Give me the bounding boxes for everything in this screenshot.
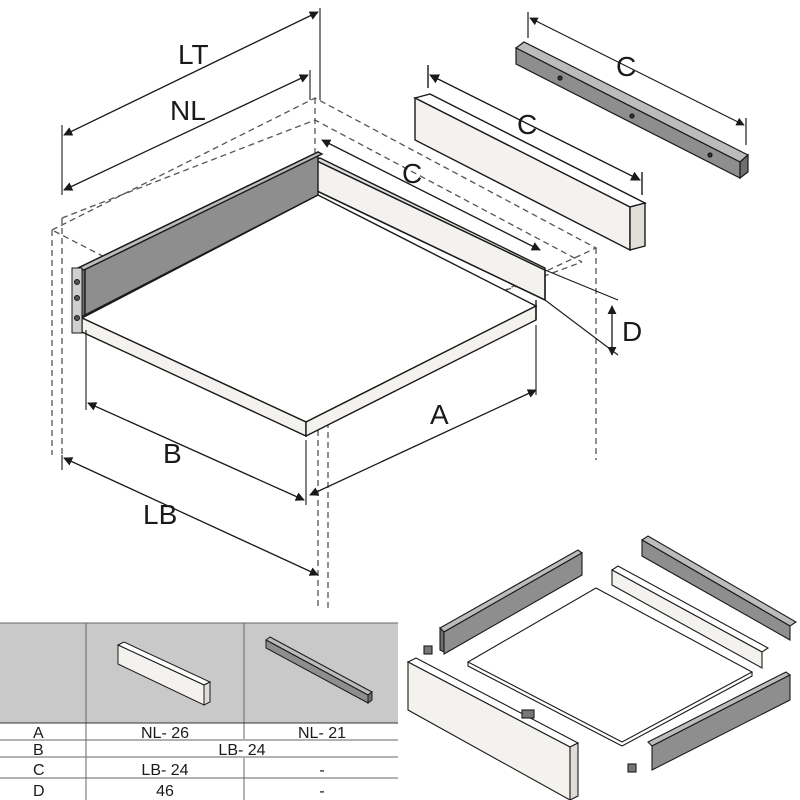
- label-lb: LB: [143, 499, 177, 530]
- label-c-side: C: [616, 51, 636, 82]
- row-a-col1: NL- 26: [141, 725, 189, 742]
- row-a-col2: NL- 21: [298, 725, 346, 742]
- table-header-bg: [0, 623, 398, 723]
- back-panel-thumbnail: [116, 641, 212, 706]
- main-drawer: LT NL C D A B LB: [51, 8, 642, 610]
- clip-center: [521, 709, 535, 719]
- right-side: [535, 270, 546, 320]
- dimension-table: A NL- 26 NL- 21 B LB- 24 C LB- 24 - D 46…: [0, 622, 398, 800]
- row-c-col1: LB- 24: [141, 762, 188, 779]
- c-panel-arrow: [429, 74, 641, 181]
- label-c-panel: C: [517, 109, 537, 140]
- a-arrow: [309, 389, 537, 496]
- runner-thumbnail: [265, 636, 373, 704]
- row-b-key: B: [33, 742, 44, 759]
- row-c-key: C: [33, 762, 45, 779]
- row-d-key: D: [33, 783, 45, 800]
- row-d-col2: -: [319, 783, 324, 800]
- clip-right: [627, 763, 637, 773]
- c-side-arrow: [529, 17, 745, 126]
- row-a-key: A: [33, 725, 44, 742]
- clip-left: [423, 645, 433, 655]
- label-lt: LT: [178, 39, 209, 70]
- row-d-col1: 46: [156, 783, 174, 800]
- dimension-arrows: [63, 11, 617, 576]
- label-c-inner: C: [402, 158, 422, 189]
- label-d: D: [622, 316, 642, 347]
- row-c-col2: -: [319, 762, 324, 779]
- nl-arrow: [63, 74, 309, 191]
- detached-back-panel: [413, 65, 647, 252]
- label-a: A: [430, 399, 449, 430]
- c-inner-arrow: [321, 139, 541, 251]
- runner-clip: [71, 267, 83, 334]
- exploded-view: [406, 535, 798, 800]
- label-b: B: [163, 438, 182, 469]
- detached-side-runner: [514, 12, 750, 180]
- row-b-span: LB- 24: [218, 742, 265, 759]
- lb-arrow: [63, 457, 319, 576]
- label-nl: NL: [170, 95, 206, 126]
